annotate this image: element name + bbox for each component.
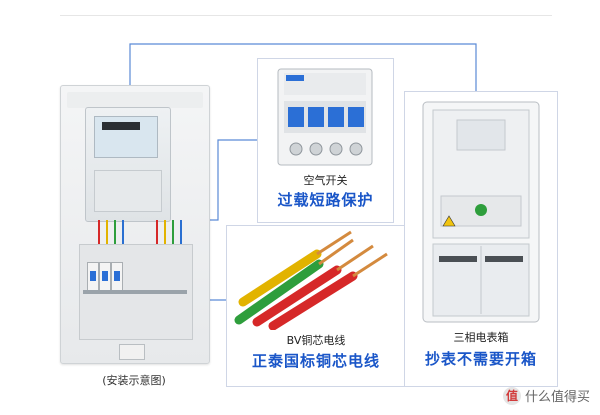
breaker-pole <box>99 262 111 292</box>
copper-wire-photo <box>234 230 388 330</box>
watermark-text: 什么值得买 <box>524 390 590 405</box>
watermark-logo: 值 <box>502 386 521 405</box>
meter-box-label: 三相电表箱 <box>453 331 509 344</box>
meter-box-card: 三相电表箱 抄表不需要开箱 <box>404 91 558 387</box>
meter-digits <box>102 122 140 130</box>
wire-label: BV铜芯电线 <box>286 334 346 347</box>
installation-caption: (安装示意图) <box>102 374 166 387</box>
power-socket <box>119 344 145 360</box>
breaker-highlight: 过载短路保护 <box>277 191 374 209</box>
wire-card: BV铜芯电线 正泰国标铜芯电线 <box>226 225 406 387</box>
energy-meter <box>85 107 171 222</box>
wire-highlight: 正泰国标铜芯电线 <box>251 352 380 370</box>
breaker-pole <box>111 262 123 292</box>
breaker-label: 空气开关 <box>303 174 348 187</box>
meter-lower-panel <box>94 170 162 212</box>
meter-face <box>94 116 158 158</box>
meter-box-photo <box>422 101 540 323</box>
meter-box-highlight: 抄表不需要开箱 <box>424 350 537 368</box>
site-watermark: 值 什么值得买 <box>502 386 590 405</box>
breaker-card: 空气开关 过载短路保护 <box>257 58 394 223</box>
distribution-box-photo <box>60 85 210 364</box>
din-rail <box>83 290 187 294</box>
box-flange <box>67 92 203 108</box>
breaker-pole <box>87 262 99 292</box>
top-divider <box>60 15 552 16</box>
circuit-breaker-photo <box>277 68 373 166</box>
